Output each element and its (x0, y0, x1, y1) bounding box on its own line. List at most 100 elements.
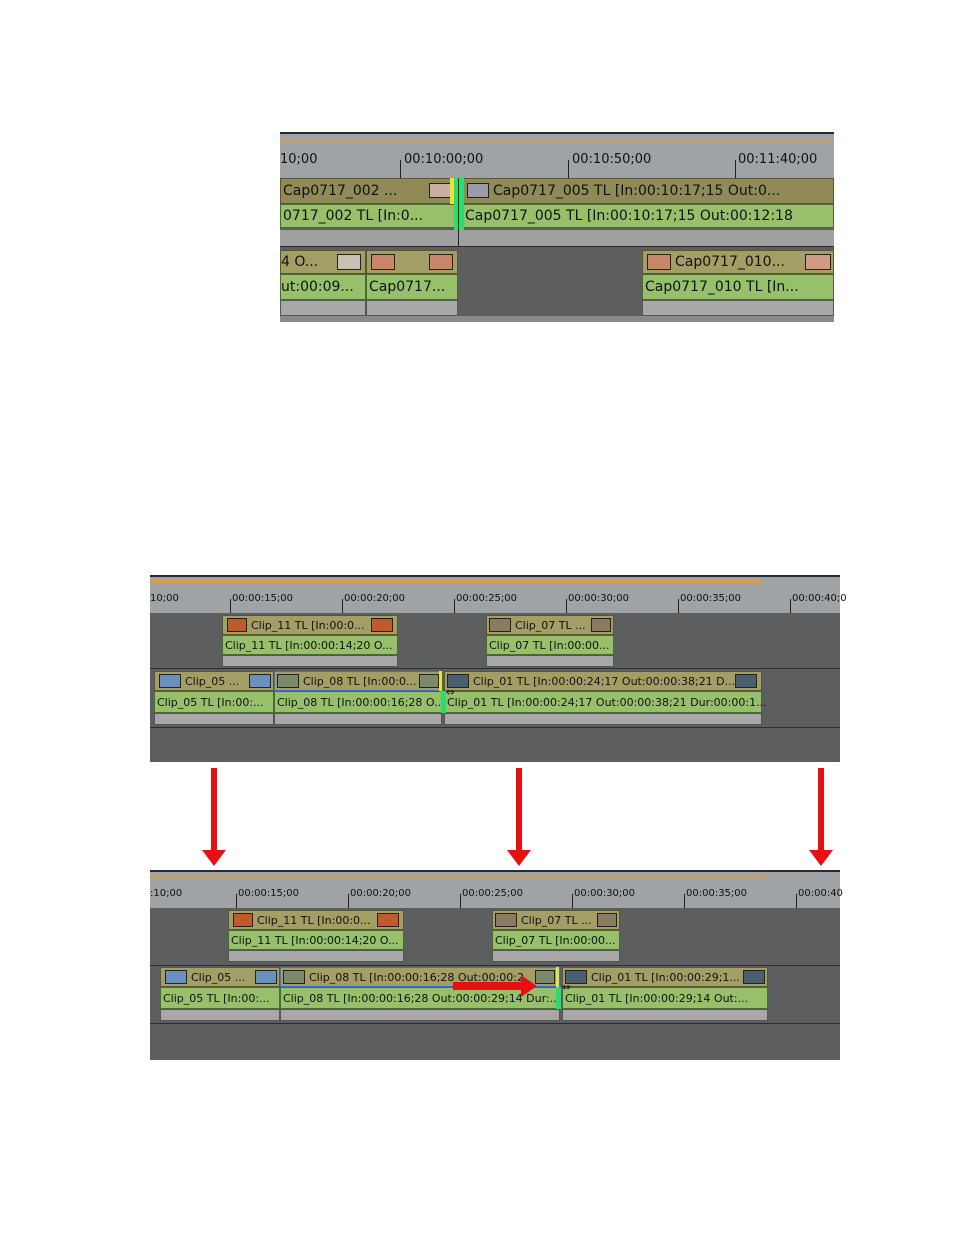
clip-audio-label: ut:00:09... (281, 279, 354, 295)
clip-01[interactable]: Clip_01 TL [In:00:00:24;17 Out:00:00:38;… (444, 671, 767, 725)
ruler-label: :10;00 (150, 888, 183, 899)
thumbnail-icon (495, 913, 517, 927)
clip-audio-label: Clip_08 TL [In:00:00:16;28 O... (277, 696, 445, 709)
clip-audio-label: Clip_05 TL [In:00:... (163, 992, 270, 1005)
clip-07[interactable]: Clip_07 TL ... Clip_07 TL [In:00:00... (492, 910, 620, 962)
ruler-label: 00:00:30;00 (574, 888, 636, 899)
trim-cursor-icon: ⇔ (562, 979, 571, 995)
clip-audio-label: 0717_002 TL [In:0... (283, 208, 424, 224)
thumbnail-icon (419, 674, 439, 688)
ruler-label: 00:00:25;00 (462, 888, 524, 899)
bottom-timeline[interactable]: :10;00 00:00:15;00 00:00:20;00 00:00:25;… (150, 870, 843, 1060)
clip-05[interactable]: Clip_05 ... Clip_05 TL [In:00:... (160, 967, 280, 1021)
clip-video-label: Clip_01 TL [In:00:00:24;17 Out:00:00:38;… (473, 675, 736, 688)
thumbnail-icon (597, 913, 617, 927)
trim-edit-point[interactable] (454, 178, 464, 230)
clip-video-label: Clip_08 TL [In:00:0... (303, 675, 417, 688)
clip-video-label: Clip_05 ... (185, 675, 240, 688)
ruler-label: 00:00:20;00 (344, 593, 406, 604)
arrow-down-icon (507, 768, 531, 866)
thumbnail-icon (159, 674, 181, 688)
clip-video-label: Cap0717_005 TL [In:00:10:17;15 Out:0... (493, 183, 781, 199)
clip-audio-label: Clip_01 TL [In:00:00:24;17 Out:00:00:38;… (447, 696, 767, 709)
thumbnail-icon (277, 674, 299, 688)
playhead[interactable] (556, 967, 559, 987)
clip-cap0717-005[interactable]: Cap0717_005 TL [In:00:10:17;15 Out:0... … (462, 178, 834, 234)
top-timeline[interactable]: 10;00 00:10:00;00 00:10:50;00 00:11:40;0… (280, 132, 834, 322)
timeline-ruler[interactable]: :10;00 00:00:15;00 00:00:20;00 00:00:25;… (150, 870, 843, 908)
thumbnail-icon (591, 618, 611, 632)
clip-video-label: Clip_01 TL [In:00:00:29;1... (591, 971, 740, 984)
clip-01[interactable]: Clip_01 TL [In:00:00:29;1... Clip_01 TL … (562, 967, 768, 1021)
ruler-label: 00:10:00;00 (404, 152, 484, 167)
clip-track2-a[interactable]: 4 O... ut:00:09... (280, 250, 366, 316)
clip-track2-b[interactable]: Cap0717... (366, 250, 458, 316)
ruler-label: 00:00:35;00 (686, 888, 748, 899)
thumbnail-icon (371, 254, 395, 270)
clip-audio-label: Clip_08 TL [In:00:00:16;28 Out:00:00:29;… (283, 992, 561, 1005)
thumbnail-icon (283, 970, 305, 984)
clip-audio-label: Clip_01 TL [In:00:00:29;14 Out:... (565, 992, 749, 1005)
clip-audio-label: Clip_07 TL [In:00:00... (489, 639, 610, 652)
clip-video-label: Clip_11 TL [In:00:0... (257, 914, 371, 927)
clip-audio-label: Cap0717_005 TL [In:00:10:17;15 Out:00:12… (465, 208, 793, 224)
ruler-label: 00:00:35;00 (680, 593, 742, 604)
clip-cap0717-010[interactable]: Cap0717_010... Cap0717_010 TL [In... (642, 250, 834, 316)
thumbnail-icon (165, 970, 187, 984)
clip-05[interactable]: Clip_05 ... Clip_05 TL [In:00:... (154, 671, 274, 725)
clip-audio-label: Clip_11 TL [In:00:00:14;20 O... (225, 639, 393, 652)
ruler-label: 00:00:25;00 (456, 593, 518, 604)
clip-08[interactable]: Clip_08 TL [In:00:00:16;28 Out:00:00:2 C… (280, 967, 560, 1021)
trim-cursor-icon: ⇔ (446, 684, 455, 700)
middle-timeline[interactable]: 10;00 00:00:15;00 00:00:20;00 00:00:25;0… (150, 575, 847, 762)
thumbnail-icon (337, 254, 361, 270)
thumbnail-icon (233, 913, 253, 927)
trim-edit-point[interactable] (556, 987, 561, 1009)
clip-08[interactable]: Clip_08 TL [In:00:0... Clip_08 TL [In:00… (274, 671, 445, 725)
arrow-right-icon (453, 975, 537, 997)
ruler-label: 00:00:15;00 (238, 888, 300, 899)
clip-cap0717-002[interactable]: Cap0717_002 ... 0717_002 TL [In:0... (280, 178, 458, 234)
clip-audio-label: Clip_07 TL [In:00:00... (495, 934, 616, 947)
playhead[interactable] (439, 671, 442, 691)
ruler-label: 00:00:40 (798, 888, 843, 899)
ruler-label: 00:11:40;00 (738, 152, 818, 167)
clip-video-label: Cap0717_002 ... (283, 183, 398, 199)
thumbnail-icon (535, 970, 555, 984)
ruler-label: 00:00:20;00 (350, 888, 412, 899)
clip-video-label: Clip_08 TL [In:00:00:16;28 Out:00:00:2 (309, 971, 524, 984)
clip-audio-label: Cap0717_010 TL [In... (645, 279, 799, 295)
clip-video-label: Clip_05 ... (191, 971, 246, 984)
ruler-label: 00:00:40;0 (792, 593, 847, 604)
clip-video-label: 4 O... (281, 254, 319, 270)
ruler-label: 10;00 (150, 593, 179, 604)
clip-video-label: Clip_07 TL ... (515, 619, 586, 632)
thumbnail-icon (371, 618, 393, 632)
clip-audio-label: Clip_11 TL [In:00:00:14;20 O... (231, 934, 399, 947)
thumbnail-icon (429, 183, 451, 198)
thumbnail-icon (255, 970, 277, 984)
timeline-ruler[interactable]: 10;00 00:10:00;00 00:10:50;00 00:11:40;0… (280, 132, 834, 180)
clip-audio-label: Clip_05 TL [In:00:... (157, 696, 264, 709)
thumbnail-icon (735, 674, 757, 688)
trim-edit-point[interactable] (441, 691, 446, 713)
ruler-label: 00:00:30;00 (568, 593, 630, 604)
thumbnail-icon (489, 618, 511, 632)
clip-11[interactable]: Clip_11 TL [In:00:0... Clip_11 TL [In:00… (222, 615, 398, 667)
clip-video-label: Clip_07 TL ... (521, 914, 592, 927)
thumbnail-icon (249, 674, 271, 688)
thumbnail-icon (429, 254, 453, 270)
playhead[interactable] (450, 178, 454, 204)
ruler-label: 00:00:15;00 (232, 593, 294, 604)
thumbnail-icon (805, 254, 831, 270)
thumbnail-icon (467, 183, 489, 198)
timeline-ruler[interactable]: 10;00 00:00:15;00 00:00:20;00 00:00:25;0… (150, 575, 847, 613)
clip-11[interactable]: Clip_11 TL [In:00:0... Clip_11 TL [In:00… (228, 910, 404, 962)
thumbnail-icon (377, 913, 399, 927)
clip-audio-label: Cap0717... (369, 279, 446, 295)
thumbnail-icon (647, 254, 671, 270)
clip-07[interactable]: Clip_07 TL ... Clip_07 TL [In:00:00... (486, 615, 614, 667)
ruler-label: 00:10:50;00 (572, 152, 652, 167)
thumbnail-icon (565, 970, 587, 984)
ruler-label: 10;00 (280, 152, 318, 167)
